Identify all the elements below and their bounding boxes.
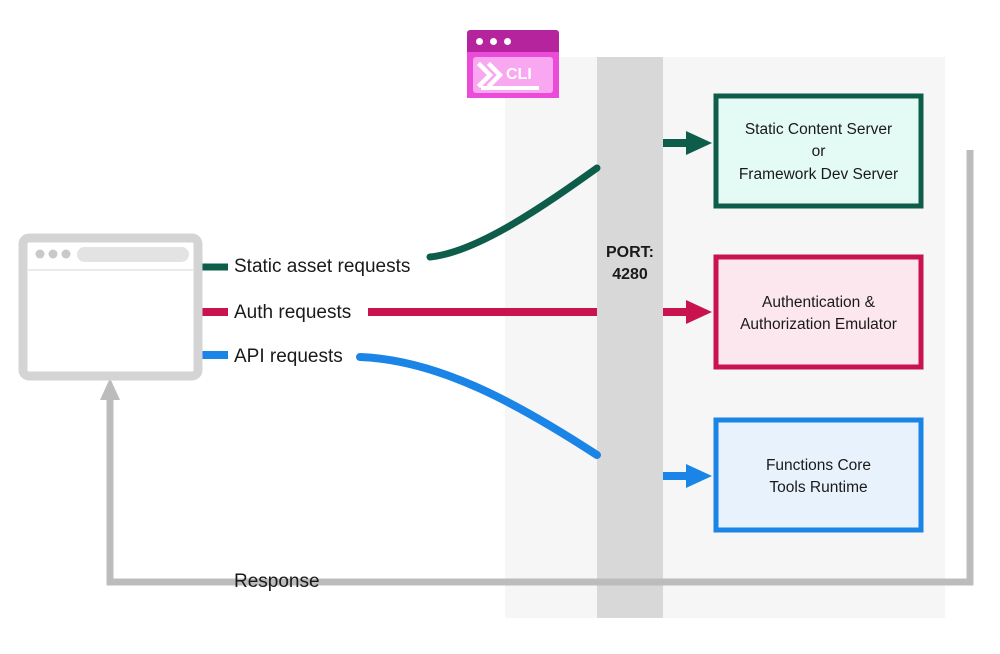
cli-window-body: CLI: [467, 52, 559, 98]
browser-dot-1: [35, 249, 45, 259]
service-box-auth-emulator: [713, 254, 924, 370]
cli-dot-1: [476, 38, 483, 45]
port-label: PORT: 4280: [597, 242, 663, 285]
port-band: [597, 57, 663, 618]
swa-cli-icon: CLI: [467, 30, 559, 98]
cli-dot-2: [490, 38, 497, 45]
flow-label-static-asset-requests: Static asset requests: [234, 256, 411, 277]
service-box-functions-core-tools: [713, 417, 924, 533]
browser-window: [18, 233, 203, 381]
port-label-line1: PORT:: [606, 244, 654, 261]
browser-dot-3: [61, 249, 71, 259]
cli-glyphs: CLI: [476, 61, 539, 90]
cli-chevron-2: [486, 61, 504, 89]
service-box-static-content-server: [713, 93, 924, 209]
flow-label-auth-requests: Auth requests: [234, 302, 352, 323]
port-label-line2: 4280: [612, 265, 648, 283]
flow-label-api-requests: API requests: [234, 346, 343, 367]
response-arrow-head: [100, 378, 120, 400]
static-request-curve: [426, 164, 601, 261]
cli-underline: [481, 86, 539, 90]
api-request-arrow-head: [686, 464, 712, 488]
browser-address-bar: [77, 247, 189, 262]
api-request-curve: [356, 353, 601, 459]
cli-chevron-1: [476, 61, 494, 89]
cli-title-bar: [467, 30, 559, 52]
cli-dot-3: [504, 38, 511, 45]
static-request-arrow-head: [686, 131, 712, 155]
cli-label: CLI: [506, 66, 532, 83]
cli-screen: CLI: [473, 57, 553, 93]
browser-dot-2: [48, 249, 58, 259]
auth-request-arrow-head: [686, 300, 712, 324]
flow-label-response: Response: [234, 571, 320, 592]
